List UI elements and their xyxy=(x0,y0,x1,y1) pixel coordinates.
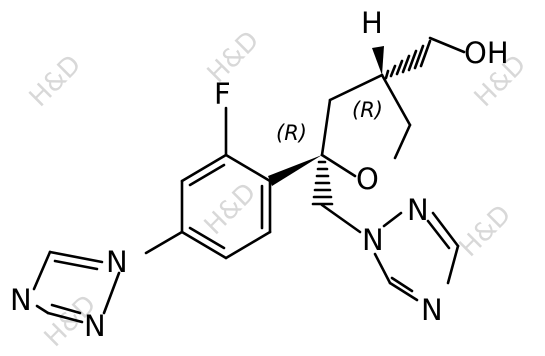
atom-triazole-left-n4: N xyxy=(10,283,32,317)
triazole-right xyxy=(373,211,460,302)
watermark: H&D xyxy=(24,49,88,113)
bond-rt-n2-c3 xyxy=(431,211,460,248)
hash-bond-c3-ch2 xyxy=(384,39,432,80)
hash-bond-c5-ch2 xyxy=(311,160,334,206)
watermark: H&D xyxy=(202,25,266,89)
watermark: H&D xyxy=(454,199,518,263)
atom-triazole-right-n4: N xyxy=(421,293,443,327)
bond-rt-n1-n2 xyxy=(382,211,403,228)
bond-rt-c5-n1 xyxy=(373,252,392,285)
bond-lt-n2-c3 xyxy=(46,311,84,324)
tetrahydrofuran-ring xyxy=(320,73,412,178)
watermark-layer: H&D H&D H&D H&D H&D H&D xyxy=(24,25,533,353)
watermark: H&D xyxy=(199,177,263,241)
bond-lt-n1-n2 xyxy=(102,271,121,315)
bond-ph-c4-c5 xyxy=(180,230,228,260)
bond-lt-c5-n1-double xyxy=(53,259,99,271)
bond-ch2-oh xyxy=(428,36,466,54)
bond-lt-c5-n1 xyxy=(48,250,104,264)
wedge-bond-c5-aryl xyxy=(268,155,322,186)
bond-c4-c5 xyxy=(320,98,332,157)
bond-ph-c2-c3 xyxy=(180,153,228,183)
bond-rt-c3-n4 xyxy=(446,244,460,285)
bond-rt-n2-c3-double xyxy=(426,219,451,250)
atom-triazole-left-n1: N xyxy=(106,245,128,279)
bond-ph-inner-2 xyxy=(188,226,226,250)
bond-ph-n1 xyxy=(144,230,184,255)
bond-lt-c3-n4 xyxy=(35,304,50,315)
bond-lt-n2-c3-double xyxy=(50,303,82,315)
bond-c2-o1 xyxy=(393,123,412,160)
stereo-label-c5: (R) xyxy=(276,121,307,145)
atom-triazole-right-n2: N xyxy=(407,193,429,227)
wedge-bond-c3-h xyxy=(372,46,384,75)
bond-lt-n4-c5 xyxy=(32,250,52,291)
phenyl-ring xyxy=(180,153,272,260)
bond-c3-c2 xyxy=(380,73,412,127)
bond-c3-c4 xyxy=(328,73,384,102)
bond-ph-c1-c2 xyxy=(224,153,272,183)
stereo-label-c3: (R) xyxy=(352,98,383,122)
atom-fluorine: F xyxy=(214,77,231,111)
bond-o1-c5 xyxy=(320,153,357,178)
triazole-left xyxy=(32,250,121,324)
atom-triazole-left-n2: N xyxy=(84,309,106,343)
bond-ph-inner-1 xyxy=(188,163,226,187)
bond-ch2-n1 xyxy=(320,203,362,234)
atom-triazole-right-n1: N xyxy=(362,223,384,257)
bond-rt-n4-c5-double xyxy=(390,276,414,293)
bond-rt-n4-c5 xyxy=(388,281,419,302)
bond-ph-c5-c6 xyxy=(224,230,272,260)
atom-hydrogen: H xyxy=(361,6,383,40)
atom-ring-oxygen: O xyxy=(356,162,379,196)
atom-hydroxyl: OH xyxy=(464,36,509,70)
stereo-labels: (R) (R) xyxy=(276,98,383,145)
atom-labels: H OH F O N N N N N N xyxy=(10,6,509,343)
